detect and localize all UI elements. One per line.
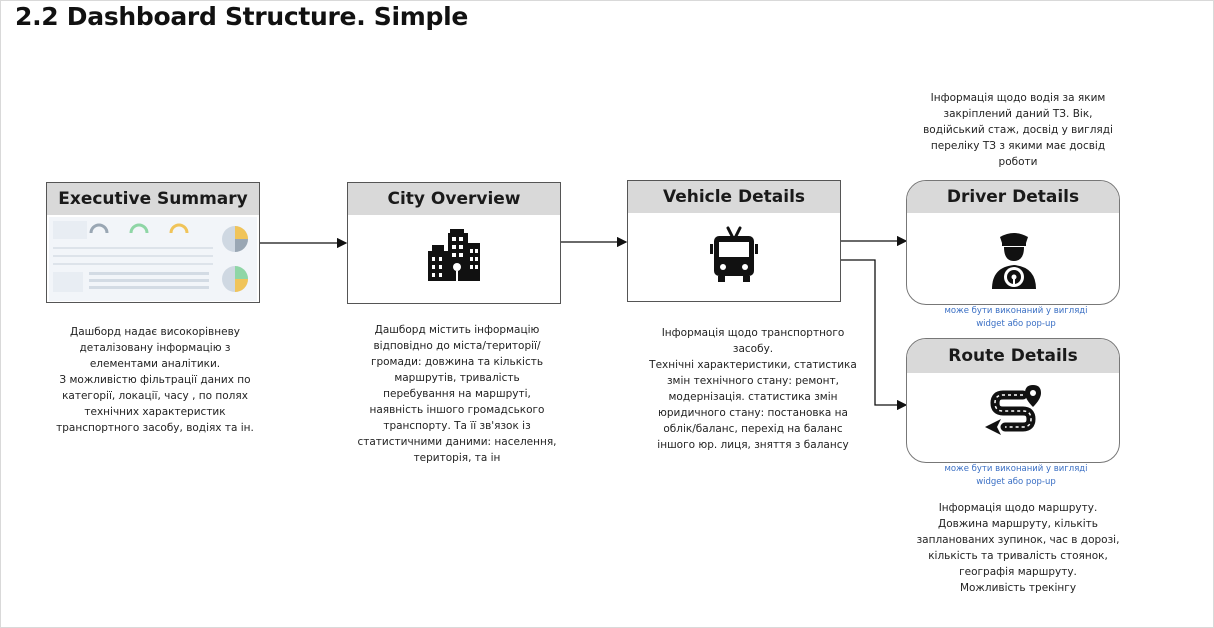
route-details-card[interactable]: Route Details	[906, 338, 1120, 463]
desc-line: статистичними даними: населення,	[357, 436, 557, 448]
desc-line: кількість та тривалість стоянок,	[928, 550, 1108, 562]
desc-line: переліку ТЗ з якими має досвід	[930, 140, 1106, 152]
desc-line: громади: довжина та кількість	[370, 356, 544, 368]
desc-line: технічних характеристик	[84, 406, 226, 418]
desc-line: Дашборд містить інформацію	[374, 324, 540, 336]
dashboard-thumbnail	[49, 217, 257, 301]
desc-line: деталізовану інформацію з	[79, 342, 231, 354]
desc-line: юридичного стану: постановка на	[658, 407, 848, 419]
desc-line: відповідно до міста/території/	[373, 340, 541, 352]
desc-line: категорії, локації, часу , по полях	[62, 390, 248, 402]
vehicle-details-title: Vehicle Details	[628, 181, 840, 213]
route-map-icon	[985, 385, 1041, 435]
desc-line: водійський стаж, досвід у вигляді	[923, 124, 1113, 136]
arrow-vehicle-to-route	[840, 259, 908, 411]
desc-line: елементами аналітики.	[89, 358, 221, 370]
desc-line: запланованих зупинок, час в дорозі,	[916, 534, 1120, 546]
note-line: widget або pop-up	[976, 477, 1056, 487]
route-details-description: Інформація щодо маршруту. Довжина маршру…	[903, 500, 1133, 596]
desc-line: Технічні характеристики, статистика	[649, 359, 857, 371]
desc-line: транспорту. Та її зв'язок із	[383, 420, 531, 432]
desc-line: роботи	[998, 156, 1038, 168]
vehicle-details-description: Інформація щодо транспортного засобу. Те…	[628, 325, 878, 453]
driver-details-card[interactable]: Driver Details	[906, 180, 1120, 305]
desc-line: Інформація щодо водія за яким	[930, 92, 1106, 104]
note-line: може бути виконаний у вигляді	[944, 306, 1088, 316]
driver-details-description: Інформація щодо водія за яким закріплени…	[906, 90, 1130, 170]
route-details-title: Route Details	[907, 339, 1119, 373]
city-overview-card[interactable]: City Overview	[347, 182, 561, 304]
desc-line: наявність іншого громадського	[369, 404, 545, 416]
driver-widget-note: може бути виконаний у вигляді widget або…	[906, 305, 1126, 331]
desc-line: Довжина маршруту, кількіть	[938, 518, 1098, 530]
route-widget-note: може бути виконаний у вигляді widget або…	[906, 463, 1126, 489]
driver-icon	[992, 233, 1036, 289]
vehicle-details-card[interactable]: Vehicle Details	[627, 180, 841, 302]
desc-line: модернізація. статистика змін	[668, 391, 838, 403]
desc-line: Можливість трекінгу	[959, 582, 1077, 594]
note-line: може бути виконаний у вигляді	[944, 464, 1088, 474]
desc-line: маршрутів, тривалість	[394, 372, 520, 384]
city-overview-title: City Overview	[348, 183, 560, 215]
desc-line: Інформація щодо транспортного	[661, 327, 845, 339]
desc-line: іншого юр. лиця, зняття з балансу	[657, 439, 849, 451]
city-buildings-icon	[428, 229, 480, 281]
desc-line: транспортного засобу, водіях та ін.	[56, 422, 254, 434]
executive-summary-card[interactable]: Executive Summary	[46, 182, 260, 303]
desc-line: Дашборд надає високорівневу	[70, 326, 240, 338]
desc-line: З можливістю фільтрації даних по	[59, 374, 251, 386]
desc-line: засобу.	[732, 343, 774, 355]
desc-line: географія маршруту.	[959, 566, 1077, 578]
executive-summary-title: Executive Summary	[47, 183, 259, 215]
driver-details-title: Driver Details	[907, 181, 1119, 213]
desc-line: Інформація щодо маршруту.	[938, 502, 1098, 514]
note-line: widget або pop-up	[976, 319, 1056, 329]
trolleybus-icon	[710, 226, 758, 282]
desc-line: перебування на маршруті,	[383, 388, 531, 400]
city-overview-description: Дашборд містить інформацію відповідно до…	[342, 322, 572, 466]
page-title: 2.2 Dashboard Structure. Simple	[15, 2, 469, 31]
desc-line: закріплений даний ТЗ. Вік,	[943, 108, 1093, 120]
desc-line: територія, та ін	[413, 452, 501, 464]
executive-summary-description: Дашборд надає високорівневу деталізовану…	[40, 324, 270, 436]
desc-line: змін технічного стану: ремонт,	[666, 375, 840, 387]
desc-line: облік/баланс, перехід на баланс	[663, 423, 843, 435]
